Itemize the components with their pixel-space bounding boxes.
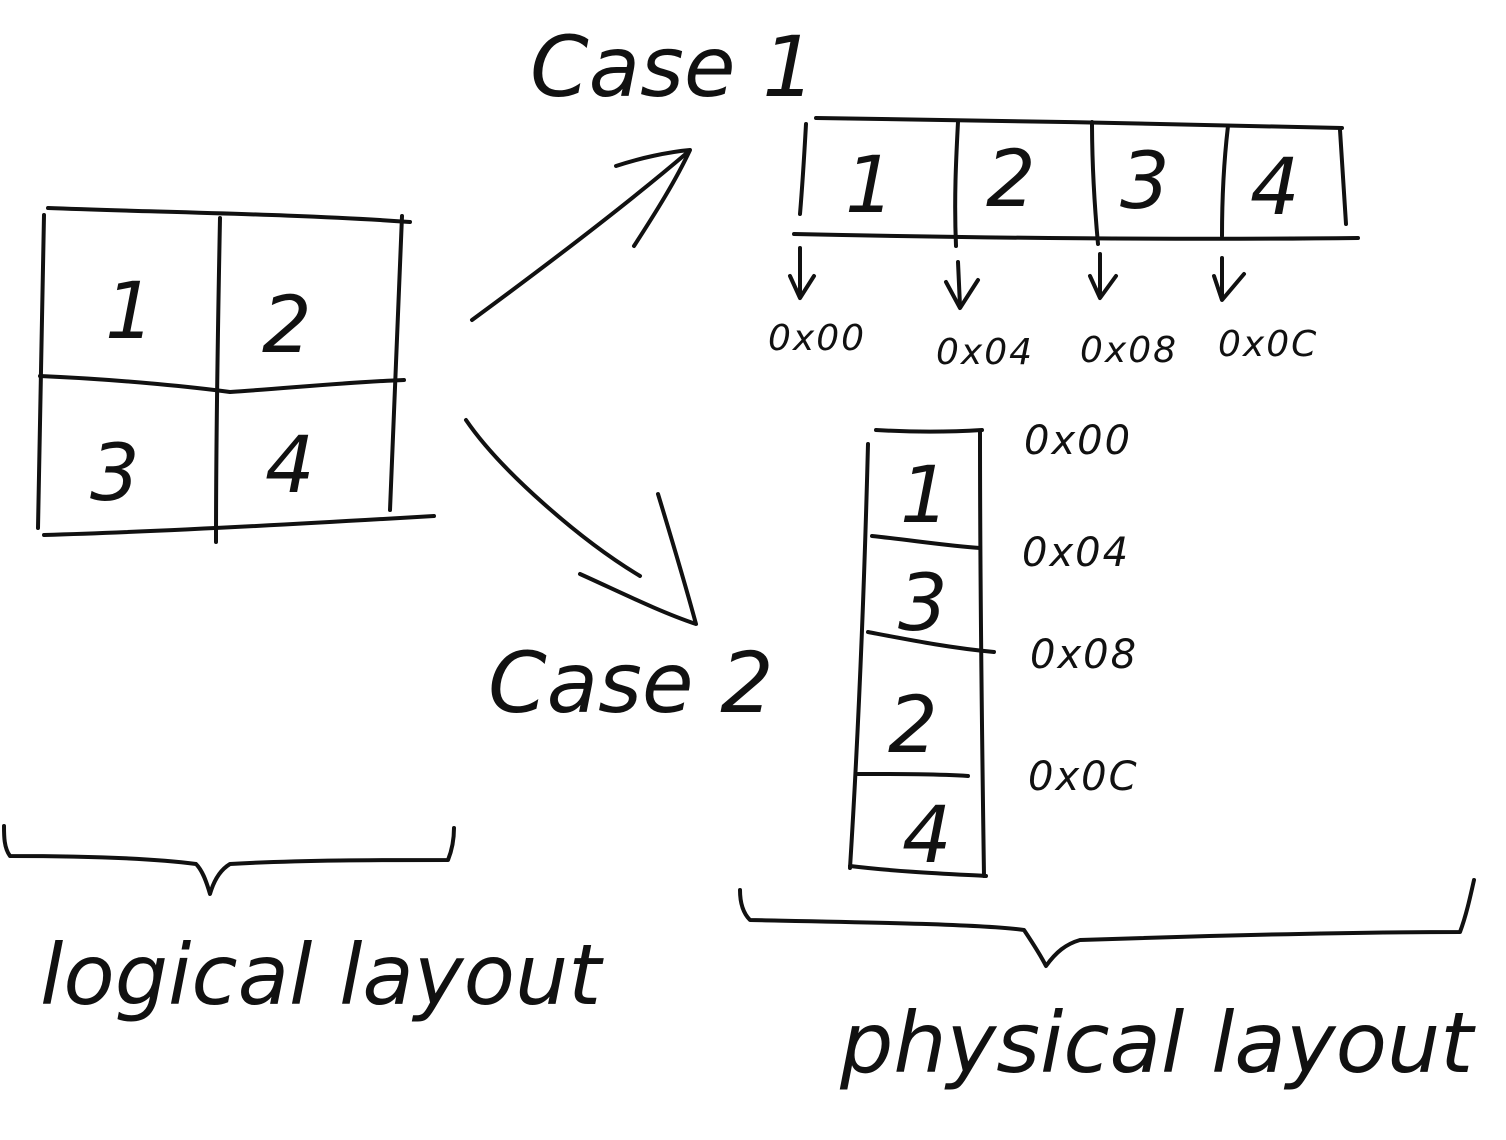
case1-address-1: 0x04 [936, 332, 1034, 373]
case1-label: Case 1 [530, 18, 816, 116]
case1-address-2: 0x08 [1080, 330, 1178, 371]
logical-cell-1: 1 [105, 267, 155, 357]
case1-address-3: 0x0C [1218, 324, 1318, 365]
logical-grid-horizontal-divider [38, 374, 406, 394]
logical-grid-top-edge [46, 206, 412, 224]
logical-grid: 1 2 3 4 [36, 206, 436, 544]
case1-strip: 1 2 3 4 [792, 116, 1360, 248]
logical-grid-right-edge [388, 214, 404, 512]
case2-address-0: 0x00 [1024, 418, 1132, 464]
case2-arrow [464, 418, 698, 626]
logical-layout-label: logical layout [40, 926, 604, 1024]
case2-address-1: 0x04 [1022, 530, 1130, 576]
logical-cell-4: 4 [265, 421, 315, 511]
case2-cell-4: 4 [902, 791, 952, 881]
case1-cell-3: 3 [1120, 137, 1170, 227]
case2-cell-3: 2 [888, 681, 938, 771]
case2-cell-1: 1 [900, 451, 950, 541]
case1-address-pointers [788, 246, 1246, 310]
case1-address-0: 0x00 [768, 318, 866, 359]
logical-grid-left-edge [36, 213, 46, 530]
logical-cell-3: 3 [90, 429, 140, 519]
case1-cell-1: 1 [845, 141, 895, 231]
physical-layout-brace [738, 878, 1476, 968]
case2-strip: 1 3 2 4 [848, 428, 996, 881]
physical-layout-label: physical layout [839, 994, 1476, 1092]
logical-grid-vertical-divider [214, 216, 222, 544]
case1-cell-2: 2 [986, 135, 1036, 225]
case1-cell-4: 4 [1250, 143, 1300, 233]
logical-cell-2: 2 [262, 281, 312, 371]
case2-address-2: 0x08 [1030, 632, 1138, 678]
case2-cell-2: 3 [898, 559, 948, 649]
logical-layout-brace [2, 824, 456, 896]
case2-address-3: 0x0C [1028, 754, 1139, 800]
case1-arrow [470, 148, 692, 322]
case2-label: Case 2 [488, 634, 774, 732]
logical-grid-bottom-edge [42, 514, 436, 537]
